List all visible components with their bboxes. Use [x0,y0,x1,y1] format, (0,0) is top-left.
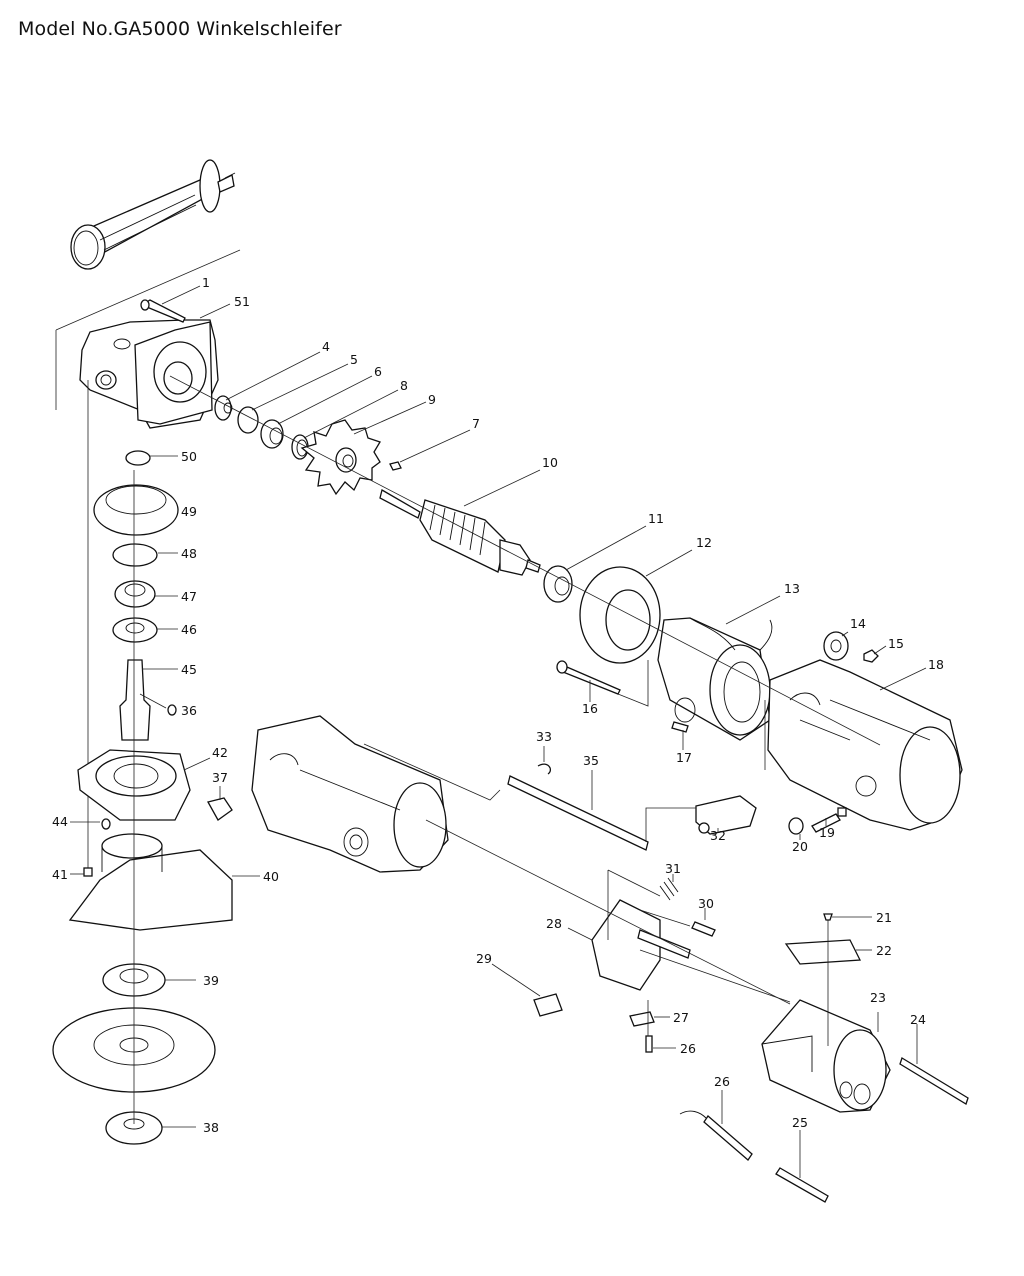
bevel-gear-49 [93,484,179,536]
label-16: 16 [582,701,598,716]
label-12: 12 [696,535,712,550]
label-30: 29 [476,951,492,966]
diagram-title: Model No.GA5000 Winkelschleifer [18,18,342,40]
label-26: 26 [714,1074,730,1089]
screw-1 [140,299,186,323]
label-32: 31 [665,861,681,876]
label-35: 35 [583,753,599,768]
pin-17 [671,721,689,733]
label-9: 9 [428,392,436,407]
label-27: 26 [680,1041,696,1056]
label-22: 22 [876,943,892,958]
field [657,617,773,741]
ball-bearing-6 [260,419,284,449]
label-31: 30 [698,896,714,911]
cord-25 [775,1167,829,1203]
washer-14 [823,631,849,661]
brush-cap-20 [788,817,804,835]
label-10: 10 [542,455,558,470]
screw-21 [823,913,833,921]
part-labels: 1 51 4 5 6 8 9 7 10 11 12 13 14 15 18 16… [52,275,944,1178]
label-49: 49 [181,504,197,519]
label-17: 17 [676,750,692,765]
label-33: 32 [710,828,726,843]
label-48: 48 [181,546,197,561]
switch-lever-33 [695,795,757,835]
label-23: 23 [870,990,886,1005]
spindle-45 [119,659,151,741]
label-5: 5 [350,352,358,367]
switch-rod-35 [507,775,649,851]
label-29: 28 [546,916,562,931]
name-plate-22 [784,939,862,965]
label-4: 4 [322,339,330,354]
label-13: 13 [784,581,800,596]
label-19: 19 [819,825,835,840]
label-8: 8 [400,378,408,393]
label-28: 27 [673,1010,689,1025]
wheel-guard-40 [68,833,233,931]
pinion-gear [214,395,233,421]
label-37: 37 [212,770,228,785]
label-14: 14 [850,616,866,631]
fan [300,419,381,496]
side-grip [70,159,236,270]
screw-16 [556,660,621,695]
switch-29 [591,899,691,991]
retaining-ring-48 [112,543,158,567]
label-7: 7 [472,416,480,431]
woodruff-key-7 [389,461,402,471]
label-25: 25 [792,1115,808,1130]
ball-bearing-11 [543,565,573,603]
shaft-lock-37 [207,797,233,821]
label-21: 21 [876,910,892,925]
armature [379,489,541,576]
strain-relief-26 [703,1115,753,1161]
motor-housing-18 [767,659,963,831]
label-39: 39 [203,973,219,988]
label-50: 50 [181,449,197,464]
screw-31 [691,921,716,937]
label-40: 40 [263,869,279,884]
ball-bearing-47 [114,580,156,608]
label-42: 42 [212,745,228,760]
spring-32 [659,877,679,901]
label-24: 24 [910,1012,926,1027]
label-46: 46 [181,622,197,637]
label-36: 36 [181,703,197,718]
woodruff-key-36 [167,704,177,716]
label-18: 18 [928,657,944,672]
retaining-ring-50 [125,450,151,466]
label-11: 11 [648,511,664,526]
label-34: 33 [536,729,552,744]
flat-washer-46 [112,617,158,643]
screw-41 [83,867,93,877]
screw-24 [899,1057,969,1105]
screw-44 [101,818,111,830]
screw-27 [645,1035,653,1053]
nut-15 [863,649,879,663]
retaining-ring-34 [537,763,552,775]
label-47: 47 [181,589,197,604]
cord-clamp-28 [629,1011,655,1027]
label-45: 45 [181,662,197,677]
label-20: 20 [792,839,808,854]
motor-housing-left [251,715,449,873]
label-15: 15 [888,636,904,651]
label-6: 6 [374,364,382,379]
label-1: 1 [202,275,210,290]
rear-cover-23 [761,999,891,1113]
label-51: 51 [234,294,250,309]
gear-housing [79,319,219,429]
noise-suppressor-30 [533,993,563,1017]
label-44: 44 [52,814,68,829]
label-41: 41 [52,867,68,882]
label-38: 38 [203,1120,219,1135]
rubber-ring [579,566,661,664]
